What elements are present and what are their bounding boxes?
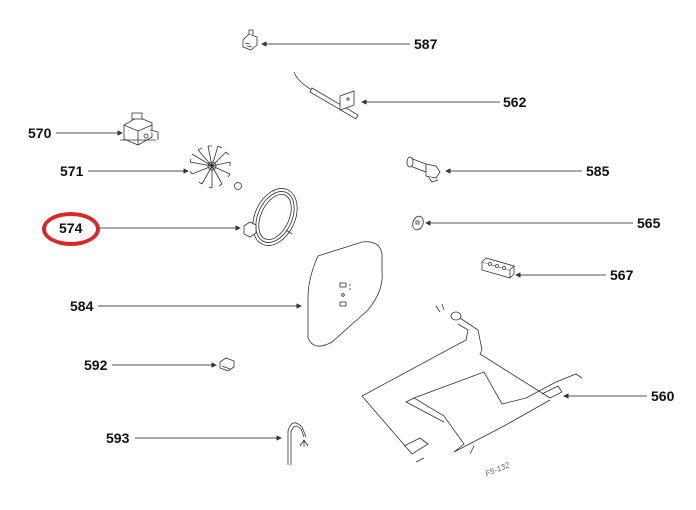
nut-icon <box>234 182 242 190</box>
part-label-565[interactable]: 565 <box>637 215 661 231</box>
part-label-567[interactable]: 567 <box>610 267 634 283</box>
part-label-592[interactable]: 592 <box>84 357 108 373</box>
bottom-heating-element-icon <box>361 303 583 463</box>
clip-icon <box>219 357 235 372</box>
terminal-block-icon <box>481 257 515 279</box>
part-label-593[interactable]: 593 <box>106 430 130 446</box>
part-label-562[interactable]: 562 <box>503 94 527 110</box>
lamp-holder-icon <box>406 156 441 183</box>
circular-heating-element-icon <box>243 188 298 246</box>
connector-clip-icon <box>242 29 258 51</box>
part-label-574[interactable]: 574 <box>59 220 83 236</box>
washer-icon <box>412 215 424 231</box>
temperature-sensor-icon <box>293 71 359 120</box>
part-label-584[interactable]: 584 <box>70 298 94 314</box>
fan-motor-icon <box>120 112 159 146</box>
part-label-560[interactable]: 560 <box>651 388 675 404</box>
part-label-570[interactable]: 570 <box>28 125 52 141</box>
part-label-571[interactable]: 571 <box>60 163 84 179</box>
fan-cover-plate-icon <box>307 241 383 347</box>
highlight-circle-574 <box>42 212 100 246</box>
cable-icon <box>287 422 309 465</box>
part-label-587[interactable]: 587 <box>414 36 438 52</box>
fan-blade-icon <box>189 145 231 189</box>
part-label-585[interactable]: 585 <box>586 163 610 179</box>
